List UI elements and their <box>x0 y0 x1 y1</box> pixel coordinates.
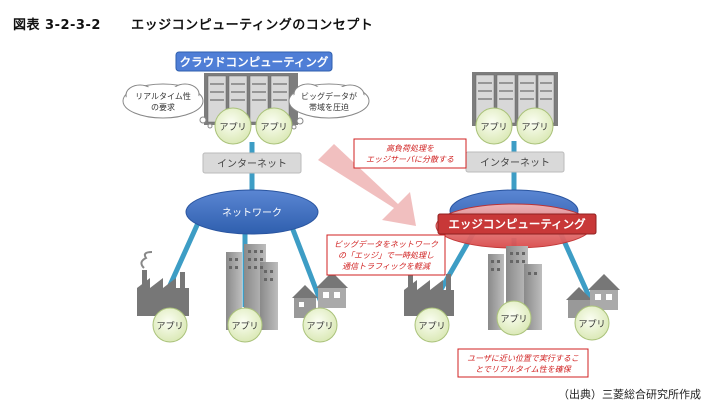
cloud-device-app-1 <box>152 307 188 343</box>
edge-internet-label: インターネット <box>480 157 550 169</box>
transition-arrow <box>318 144 416 226</box>
edge-side: アプリ アプリ インターネット エッジコンピューティング <box>326 72 620 378</box>
callout-mid-line2: の「エッジ」で一時処理し <box>338 251 434 260</box>
edge-app-2-label: アプリ <box>521 122 548 133</box>
callout-top-line1: 高負荷処理を <box>386 144 434 153</box>
edge-app-2 <box>516 107 554 145</box>
cloud-device-app-2-label: アプリ <box>231 321 258 332</box>
cloud-houses-icon <box>292 272 348 318</box>
callout-bottom: ユーザに近い位置で実行するこ とでリアルタイム性を確保 <box>457 348 589 378</box>
callout-top-line2: エッジサーバに分散する <box>366 155 454 164</box>
figure-source: （出典）三菱総合研究所作成 <box>558 388 701 401</box>
cloud-network-label: ネットワーク <box>222 207 282 219</box>
figure-label: 図表 3-2-3-2 <box>13 18 101 33</box>
cloud-banner <box>175 51 333 72</box>
cloud-network <box>185 189 319 235</box>
cloud-device-app-1-label: アプリ <box>156 321 183 332</box>
cloud-app-1-label: アプリ <box>219 122 246 133</box>
cloud-side: クラウドコンピューティング アプリ <box>122 51 370 343</box>
edge-banner-label: エッジコンピューティング <box>448 217 586 231</box>
cloud-app-2-label: アプリ <box>260 122 287 133</box>
figure-title: 図表 3-2-3-2 エッジコンピューティングのコンセプト <box>13 14 373 33</box>
bubble-left: リアルタイム性 の要求 <box>122 83 213 129</box>
cloud-internet-bar <box>202 152 302 174</box>
edge-app-1-label: アプリ <box>480 122 507 133</box>
edge-device-app-1-label: アプリ <box>418 321 445 332</box>
cloud-banner-label: クラウドコンピューティング <box>180 55 329 69</box>
edge-device-app-3 <box>574 305 610 341</box>
edge-banner <box>437 213 597 235</box>
edge-device-app-2-label: アプリ <box>500 314 527 325</box>
callout-mid-line3: 通信トラフィックを軽減 <box>342 262 432 271</box>
callout-mid-line1: ビッグデータをネットワーク <box>334 240 439 249</box>
cloud-app-1 <box>214 107 252 145</box>
edge-device-app-2 <box>496 300 532 336</box>
figure-title-text: エッジコンピューティングのコンセプト <box>131 18 374 33</box>
bubble-right-line1: ビッグデータが <box>301 91 357 101</box>
callout-bottom-line1: ユーザに近い位置で実行するこ <box>467 354 579 363</box>
bubble-left-line2: の要求 <box>151 102 175 112</box>
cloud-device-app-3 <box>302 307 338 343</box>
cloud-internet-label: インターネット <box>217 158 287 170</box>
callout-mid: ビッグデータをネットワーク の「エッジ」で一時処理し 通信トラフィックを軽減 <box>326 234 446 276</box>
callout-top: 高負荷処理を エッジサーバに分散する <box>353 138 467 169</box>
callout-bottom-line2: とでリアルタイム性を確保 <box>475 365 572 374</box>
cloud-device-app-2 <box>227 307 263 343</box>
bubble-right: ビッグデータが 帯域を圧迫 <box>288 83 370 130</box>
bubble-left-line1: リアルタイム性 <box>135 91 191 101</box>
edge-app-1 <box>475 107 513 145</box>
bubble-right-line2: 帯域を圧迫 <box>309 102 349 112</box>
edge-device-app-1 <box>414 307 450 343</box>
cloud-device-app-3-label: アプリ <box>306 321 333 332</box>
edge-device-app-3-label: アプリ <box>578 319 605 330</box>
